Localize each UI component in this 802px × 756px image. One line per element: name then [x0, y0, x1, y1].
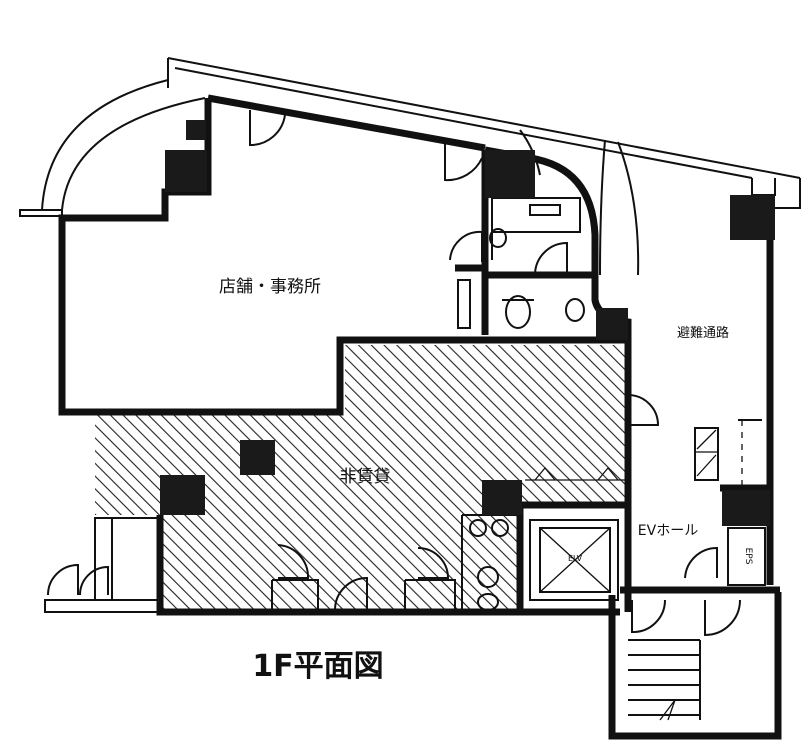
curved-canopy: [19, 79, 206, 217]
room-label-elevator: ELV: [568, 554, 583, 563]
column: [482, 480, 522, 515]
doors: [47, 110, 741, 637]
column: [596, 308, 628, 340]
column: [722, 490, 770, 526]
room-label-non-rental: 非賃貸: [340, 467, 391, 487]
columns: [160, 120, 775, 526]
column: [240, 440, 275, 475]
column: [485, 150, 535, 198]
toilet-fixtures: [469, 228, 585, 611]
canopy-outline: [167, 57, 801, 209]
interior-lines: [44, 197, 766, 721]
column: [165, 150, 207, 192]
column: [160, 475, 205, 515]
room-label-eps: EPS: [743, 548, 753, 565]
room-label-shop-office: 店舗・事務所: [219, 277, 321, 297]
non-rental-area: [95, 345, 625, 610]
column: [730, 195, 775, 240]
plan-title: 1F平面図: [252, 649, 383, 684]
column: [186, 120, 206, 140]
room-label-ev-hall: EVホール: [638, 523, 698, 539]
room-label-evacuation-passage: 避難通路: [677, 325, 729, 341]
